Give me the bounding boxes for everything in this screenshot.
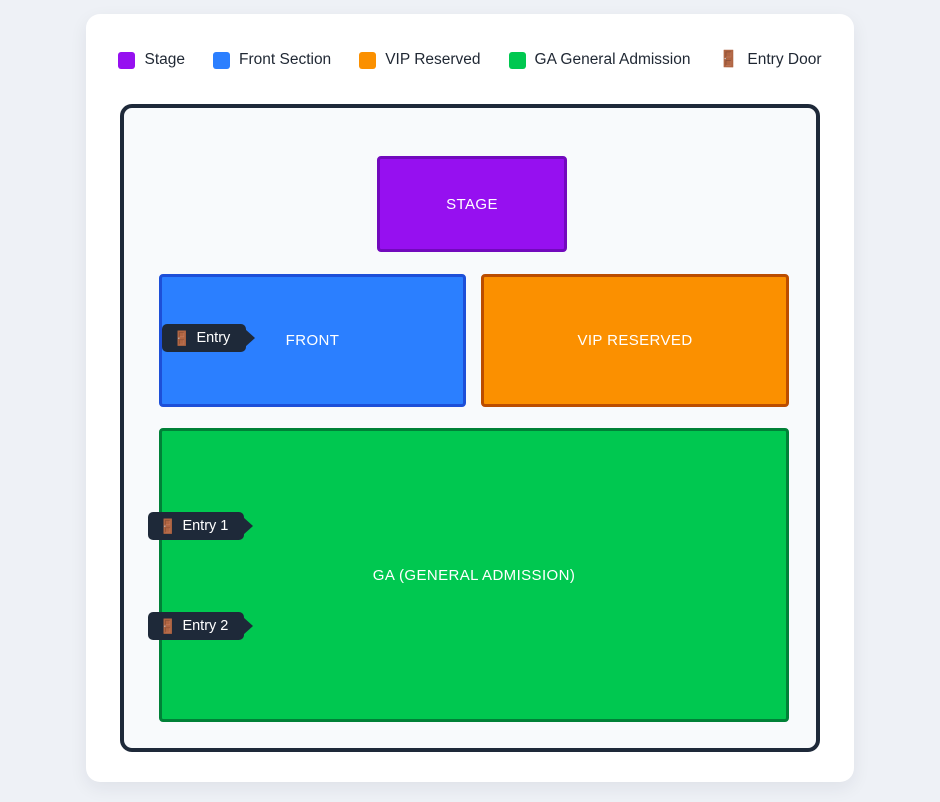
legend: Stage Front Section VIP Reserved GA Gene… xyxy=(86,46,854,74)
entry-badge-label: Entry 2 xyxy=(182,617,229,634)
seatmap-card: Stage Front Section VIP Reserved GA Gene… xyxy=(86,14,854,782)
legend-label-vip-reserved: VIP Reserved xyxy=(385,51,481,69)
stage-color-swatch-icon xyxy=(118,51,136,69)
entry-badge-entry-1[interactable]: 🚪 Entry 1 xyxy=(148,512,245,540)
legend-label-stage: Stage xyxy=(144,51,185,69)
legend-label-ga-general-admission: GA General Admission xyxy=(534,51,691,69)
legend-label-front-section: Front Section xyxy=(239,51,332,69)
door-icon: 🚪 xyxy=(718,51,739,68)
legend-item-stage: Stage xyxy=(118,51,185,69)
entry-badge-label: Entry xyxy=(196,329,231,346)
section-stage[interactable]: STAGE xyxy=(377,156,567,252)
entry-badge-entry[interactable]: 🚪 Entry xyxy=(162,324,247,352)
venue-floorplan: STAGE FRONT VIP RESERVED GA (GENERAL ADM… xyxy=(120,104,820,752)
legend-item-ga-general-admission: GA General Admission xyxy=(508,51,691,69)
section-label-vip-reserved: VIP RESERVED xyxy=(577,332,693,349)
legend-label-entry-door: Entry Door xyxy=(747,51,822,69)
entry-badge-entry-2[interactable]: 🚪 Entry 2 xyxy=(148,612,245,640)
legend-item-front-section: Front Section xyxy=(213,51,332,69)
entry-badge-label: Entry 1 xyxy=(182,517,229,534)
legend-item-vip-reserved: VIP Reserved xyxy=(359,51,481,69)
ga-general-admission-color-swatch-icon xyxy=(508,51,526,69)
front-section-color-swatch-icon xyxy=(213,51,230,69)
legend-item-entry-door: 🚪 Entry Door xyxy=(719,52,822,68)
section-label-ga-general-admission: GA (GENERAL ADMISSION) xyxy=(372,566,576,584)
section-vip-reserved[interactable]: VIP RESERVED xyxy=(481,274,789,407)
section-label-stage: STAGE xyxy=(446,195,498,213)
section-ga-general-admission[interactable]: GA (GENERAL ADMISSION) xyxy=(159,428,789,722)
door-icon: 🚪 xyxy=(173,330,191,346)
door-icon: 🚪 xyxy=(159,518,177,534)
vip-reserved-color-swatch-icon xyxy=(359,51,377,69)
section-label-front: FRONT xyxy=(285,332,340,349)
door-icon: 🚪 xyxy=(159,618,177,634)
